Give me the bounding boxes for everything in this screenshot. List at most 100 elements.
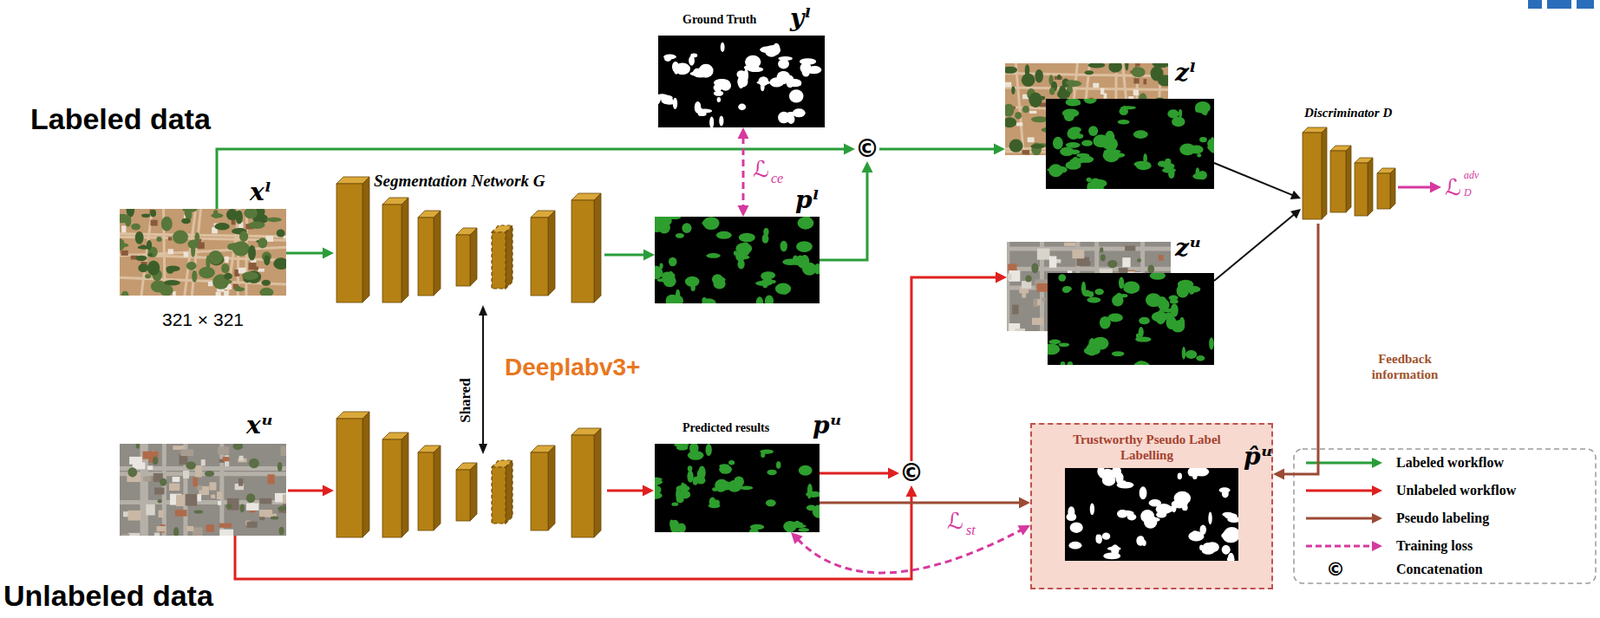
tree: [1100, 254, 1106, 262]
mask-blob: [1094, 288, 1104, 295]
block-front: [1330, 150, 1346, 213]
building: [1031, 318, 1044, 326]
roof: [254, 267, 259, 271]
block-front: [417, 452, 434, 531]
mask-blob: [654, 485, 661, 495]
legend-text: Unlabeled workflow: [1396, 483, 1516, 499]
tree: [259, 287, 274, 296]
variable-label: xᵘ: [246, 411, 274, 440]
tree: [173, 527, 179, 536]
mask-blob: [739, 485, 753, 490]
tree: [152, 457, 158, 465]
legend-sample: [1306, 485, 1383, 497]
variable-label: zᵘ: [1175, 233, 1202, 262]
mask-blob: [1088, 125, 1098, 137]
tree: [147, 253, 153, 258]
tree: [191, 270, 197, 283]
concat-symbol: ©: [899, 461, 924, 486]
mask-blob: [783, 77, 791, 81]
tree: [241, 271, 259, 281]
mask-blob: [766, 45, 781, 55]
building: [208, 482, 216, 490]
mask-blob: [1136, 535, 1144, 547]
tree: [150, 209, 157, 217]
loss-symbol: ℒ: [946, 509, 964, 533]
tree: [1040, 96, 1045, 101]
mask-blob: [1151, 311, 1169, 322]
building: [1007, 274, 1013, 281]
layer-block: [336, 411, 370, 538]
mask-blob: [709, 496, 717, 508]
tree: [182, 208, 197, 213]
legend-line: [1306, 517, 1374, 521]
legend-line: [1306, 489, 1374, 493]
mask-blob: [790, 522, 797, 529]
roof: [1016, 122, 1023, 126]
layer-block: [456, 228, 477, 287]
tree: [1049, 87, 1055, 96]
concat-symbol: ©: [855, 137, 880, 162]
tree: [135, 231, 144, 245]
building: [222, 457, 230, 462]
mask-blob: [701, 298, 717, 304]
pseudo-label-box: Trustworthy Pseudo Label Labellingp̂ᵘ: [1030, 423, 1274, 590]
building: [246, 503, 260, 511]
mask-blob: [1169, 300, 1179, 305]
tree: [186, 261, 197, 271]
tree: [235, 285, 241, 291]
mask-blob: [780, 241, 788, 253]
red-arrow-line: [607, 489, 644, 493]
mask-blob: [1111, 351, 1125, 357]
mask-blob: [698, 111, 706, 117]
tree: [1107, 260, 1117, 268]
mask-blob: [1099, 316, 1111, 330]
mask-blob: [658, 95, 673, 101]
mask-blob: [1118, 107, 1128, 116]
mask-blob: [713, 84, 723, 92]
connector: [819, 161, 874, 261]
mask-blob: [736, 70, 746, 79]
shared-label: Shared: [457, 378, 475, 424]
mask-blob: [1135, 336, 1151, 342]
tree: [156, 236, 162, 242]
tree: [146, 240, 152, 251]
mask-blob: [1060, 361, 1066, 366]
connector: [604, 249, 655, 262]
tree: [161, 216, 173, 232]
mask-blob: [1227, 557, 1235, 562]
mask-blob: [714, 479, 729, 492]
road: [119, 234, 287, 237]
tree: [1014, 111, 1022, 120]
legend-sample: [1306, 541, 1383, 552]
building: [219, 529, 234, 536]
segmentation-network: [336, 411, 601, 538]
mask-ground: [654, 444, 820, 533]
mask-blob: [1086, 297, 1101, 304]
building: [282, 494, 287, 503]
mask-blob: [797, 528, 810, 532]
mask-blob: [764, 295, 774, 304]
tree: [1136, 258, 1142, 263]
building: [129, 457, 143, 465]
mask-ground: [654, 216, 820, 304]
building: [145, 504, 155, 516]
mask-blob: [658, 221, 671, 234]
mask-blob: [1070, 522, 1084, 534]
building: [169, 483, 180, 491]
mask-blob: [718, 116, 724, 127]
block-side: [470, 463, 477, 522]
roof: [1027, 137, 1035, 143]
roof: [121, 225, 126, 233]
connector: [879, 143, 1006, 156]
building: [185, 494, 198, 507]
layer-block: [571, 193, 601, 303]
mask-blob: [677, 522, 686, 533]
tree: [1132, 66, 1141, 74]
tree: [137, 263, 149, 273]
shared-arrow-line: [482, 313, 484, 446]
block-side: [548, 210, 556, 296]
image-node: Predicted resultspᵘ: [654, 444, 820, 533]
connector: [1214, 208, 1301, 281]
image-stack-node: zᵘ: [1006, 241, 1215, 366]
mask-blob: [1185, 350, 1197, 360]
